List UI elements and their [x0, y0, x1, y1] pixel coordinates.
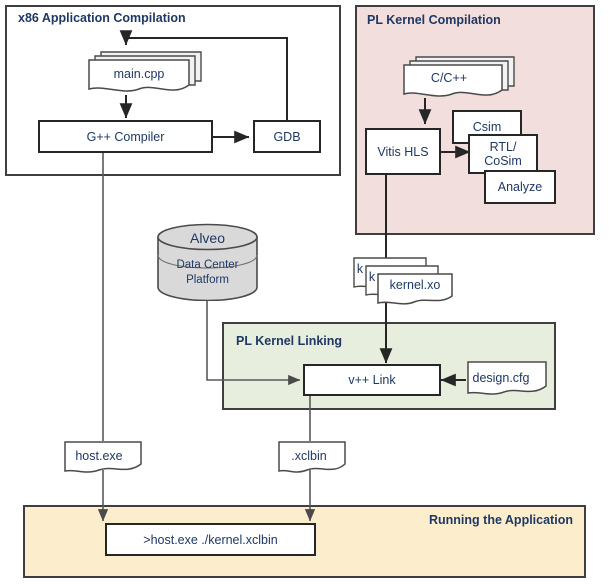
vitis-hls-label: Vitis HLS [377, 144, 429, 159]
document-host-exe: host.exe [63, 440, 149, 480]
host-exe-shape [64, 441, 142, 473]
document-design-cfg: design.cfg [466, 360, 558, 404]
document-xclbin: .xclbin [277, 440, 353, 480]
kernel-xo-stack-shape [353, 257, 453, 305]
c-cpp-stack-shape [403, 56, 515, 97]
group-pl-compile-title: PL Kernel Compilation [367, 13, 501, 27]
design-cfg-shape [467, 361, 547, 395]
node-rtl-cosim[interactable]: RTL/ CoSim [468, 134, 538, 174]
node-analyze[interactable]: Analyze [484, 170, 556, 204]
cylinder-shape [157, 223, 258, 301]
node-gpp-compiler[interactable]: G++ Compiler [38, 120, 213, 153]
gpp-compiler-label: G++ Compiler [86, 129, 165, 144]
alveo-name-label: Alveo [189, 230, 226, 246]
document-c-cpp: C/C++ [400, 52, 520, 102]
vpp-link-label: v++ Link [348, 373, 396, 387]
run-command-label: >host.exe ./kernel.xclbin [143, 532, 278, 547]
analyze-label: Analyze [497, 180, 543, 194]
node-vpp-link[interactable]: v++ Link [303, 364, 441, 396]
alveo-subtitle-line2: Platform [186, 274, 229, 286]
group-running-title: Running the Application [429, 513, 573, 527]
node-gdb[interactable]: GDB [253, 120, 321, 153]
platform-alveo-cylinder: Alveo Data Center Platform [155, 223, 260, 301]
alveo-subtitle-line1: Data Center [176, 259, 239, 271]
node-run-command[interactable]: >host.exe ./kernel.xclbin [105, 523, 316, 556]
group-pl-link-title: PL Kernel Linking [236, 334, 343, 348]
document-main-cpp: main.cpp [85, 45, 205, 97]
rtl-cosim-label-line2: CoSim [484, 154, 522, 168]
node-vitis-hls[interactable]: Vitis HLS [365, 128, 441, 175]
document-kernel-xo: k k kernel.xo [352, 256, 472, 306]
main-cpp-stack-shape [88, 51, 202, 92]
group-x86-title: x86 Application Compilation [18, 11, 186, 25]
csim-label: Csim [472, 120, 502, 134]
xclbin-shape [278, 441, 346, 473]
gdb-label: GDB [273, 129, 301, 144]
rtl-cosim-label-line1: RTL/ [489, 140, 517, 154]
